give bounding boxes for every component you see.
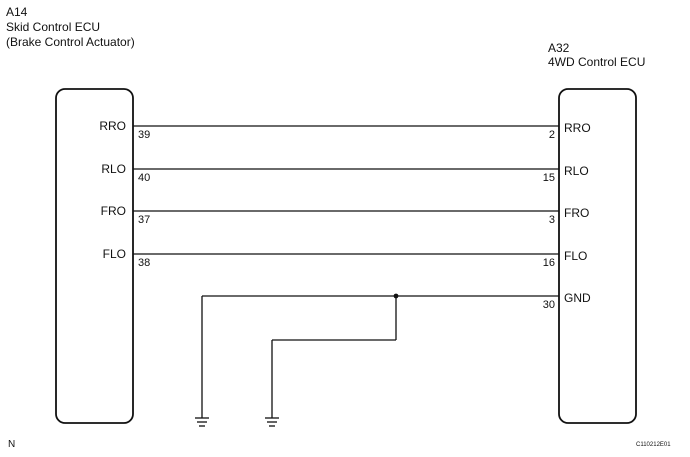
ground-icon bbox=[265, 417, 279, 427]
left-signal-flo: FLO bbox=[102, 247, 126, 261]
right-ecu-name: 4WD Control ECU bbox=[548, 55, 646, 69]
right-pin-fro: 3 bbox=[548, 214, 555, 226]
right-signal-rro: RRO bbox=[564, 121, 591, 135]
left-ecu-name: Skid Control ECU bbox=[6, 20, 101, 34]
splice-point bbox=[393, 293, 399, 299]
left-signal-rlo: RLO bbox=[101, 162, 126, 176]
right-pin-flo: 16 bbox=[542, 257, 555, 269]
left-pin-fro: 37 bbox=[138, 214, 151, 226]
right-signal-flo: FLO bbox=[564, 249, 588, 263]
left-ecu-subname: (Brake Control Actuator) bbox=[6, 35, 135, 49]
left-ecu-box bbox=[55, 88, 134, 424]
left-pin-flo: 38 bbox=[138, 257, 151, 269]
right-signal-fro: FRO bbox=[564, 206, 590, 220]
right-ecu-code: A32 bbox=[548, 41, 570, 55]
left-pin-rlo: 40 bbox=[138, 172, 151, 184]
left-pin-rro: 39 bbox=[138, 129, 151, 141]
left-signal-rro: RRO bbox=[99, 119, 126, 133]
ground-icon bbox=[195, 417, 209, 427]
right-pin-gnd: 30 bbox=[542, 299, 555, 311]
right-ecu-box bbox=[558, 88, 637, 424]
footer-mark: N bbox=[8, 439, 16, 450]
right-signal-rlo: RLO bbox=[564, 164, 589, 178]
right-pin-rlo: 15 bbox=[542, 172, 555, 184]
left-ecu-code: A14 bbox=[6, 5, 28, 19]
right-pin-rro: 2 bbox=[548, 129, 555, 141]
ground-wiring bbox=[201, 295, 559, 418]
right-signal-gnd: GND bbox=[564, 291, 591, 305]
left-signal-fro: FRO bbox=[100, 204, 126, 218]
figure-code: C110212E01 bbox=[636, 442, 671, 448]
